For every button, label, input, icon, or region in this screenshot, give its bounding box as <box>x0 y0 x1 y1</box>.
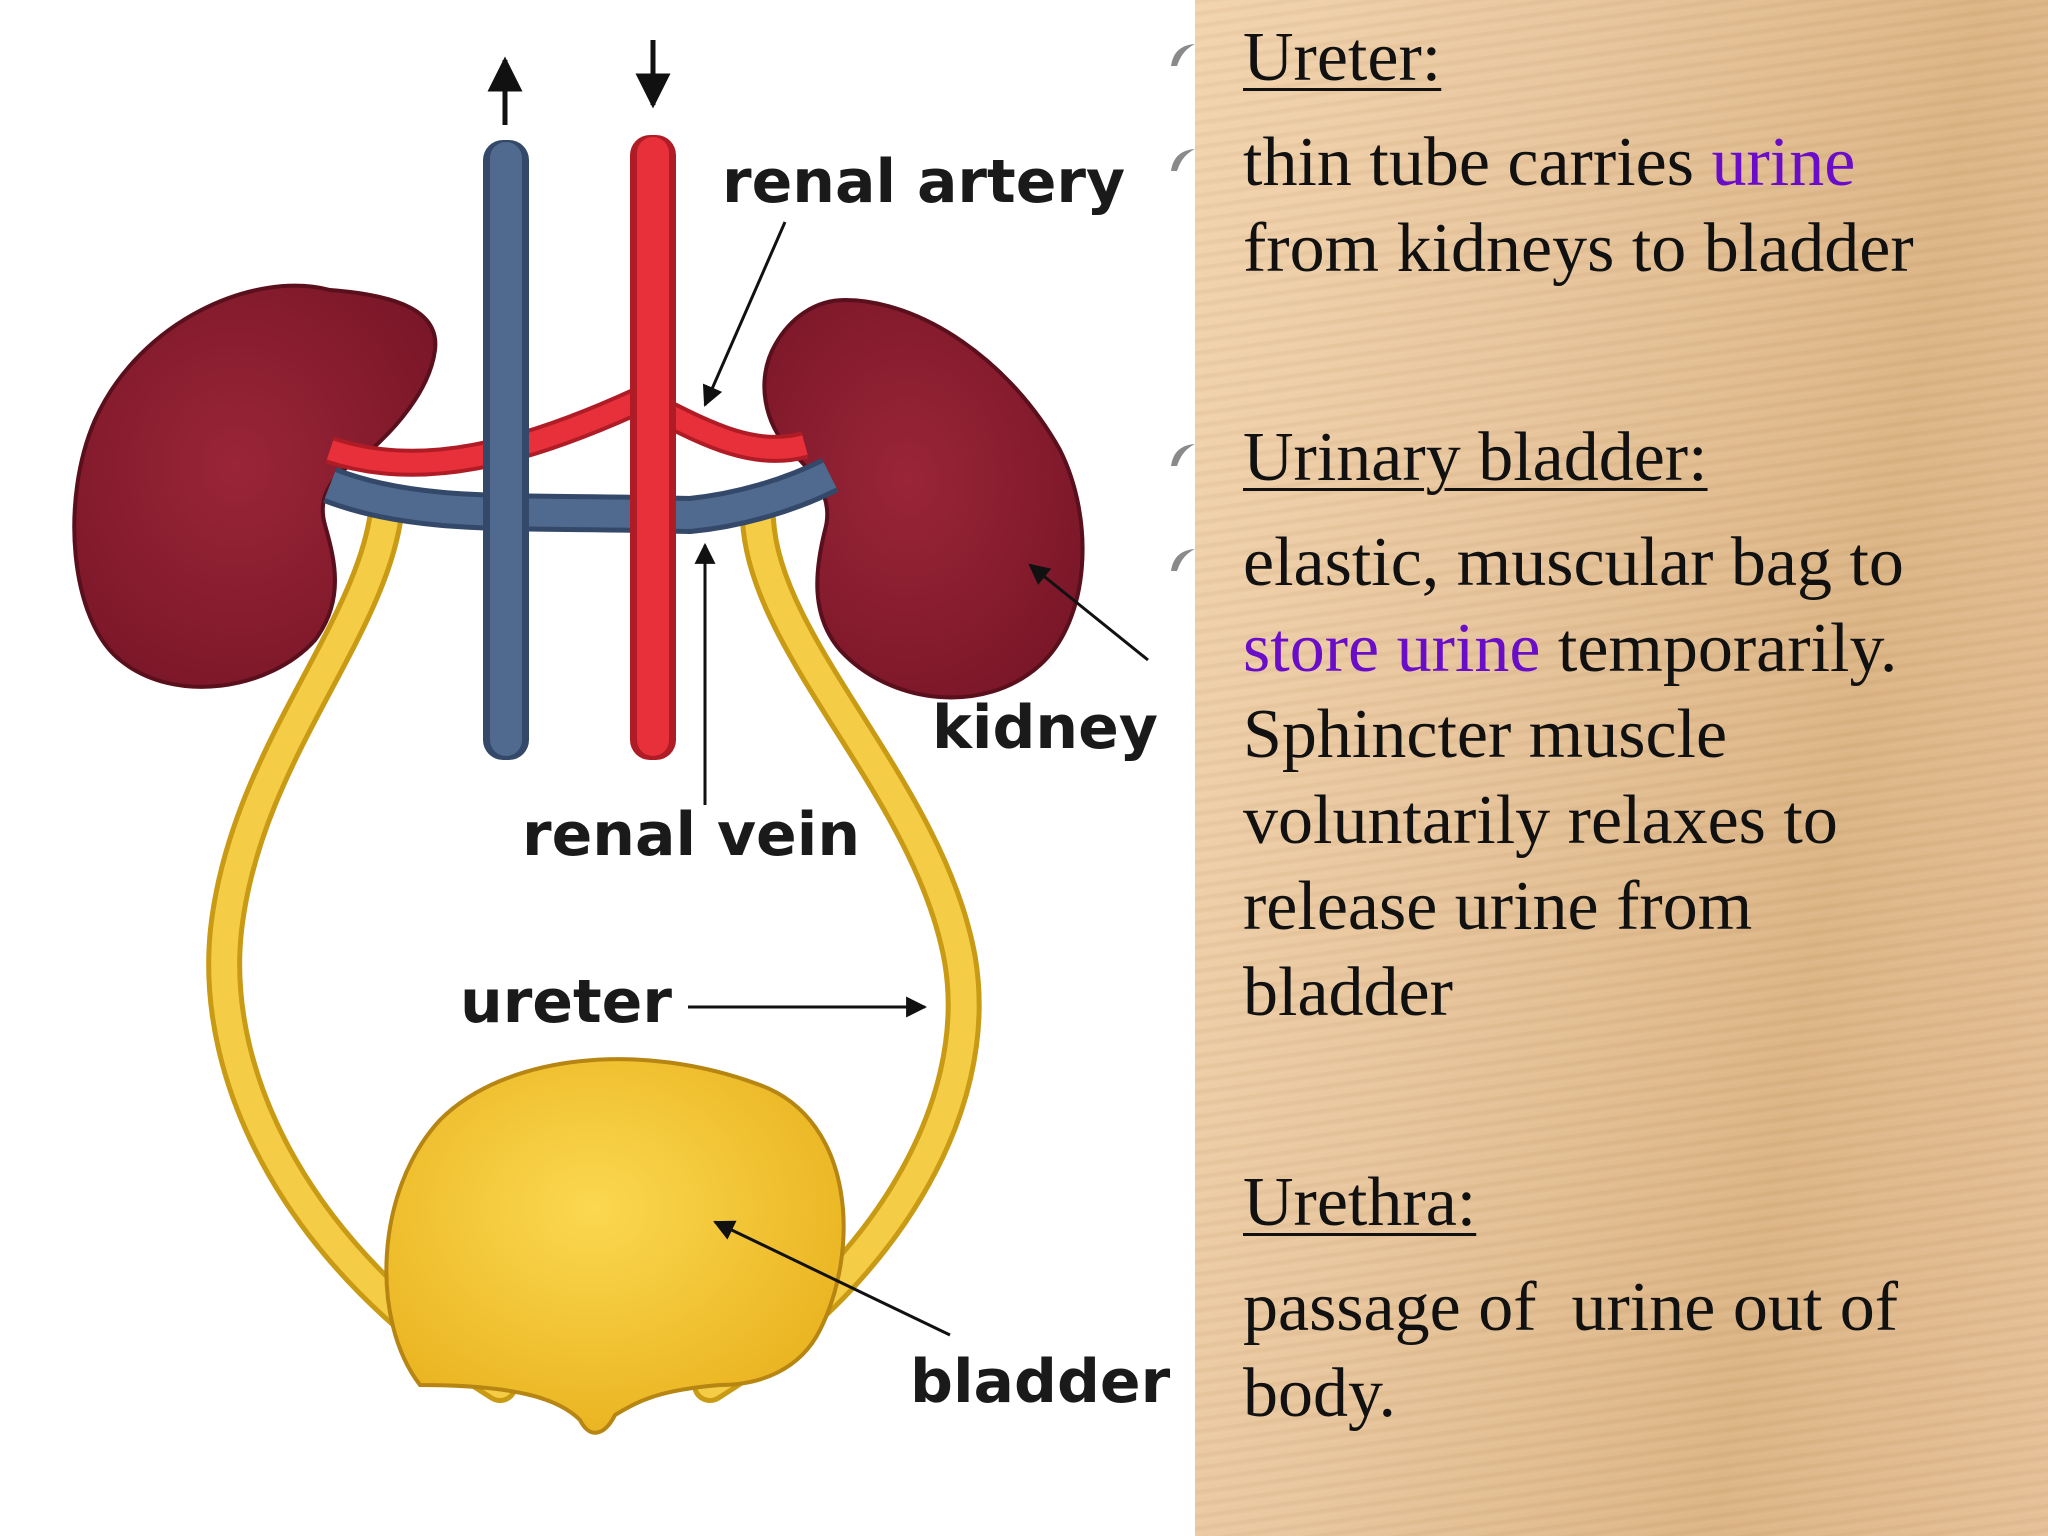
bullet-icon <box>1171 44 1195 66</box>
renal-artery-label: renal artery <box>722 147 1126 217</box>
bladder-shape <box>384 1057 846 1435</box>
urethra-description-line2: body. <box>1243 1355 1396 1432</box>
kidney-pointer <box>1028 563 1149 662</box>
bladder-description-line4: voluntarily relaxes to <box>1243 782 1838 859</box>
ureter-heading: Ureter: <box>1243 19 1442 96</box>
bladder-pointer <box>713 1220 951 1337</box>
bladder-label: bladder <box>910 1347 1171 1417</box>
vena-cava <box>483 140 529 760</box>
kidney-label: kidney <box>932 693 1158 763</box>
aorta <box>630 135 676 760</box>
urine-highlight: urine <box>1711 124 1856 201</box>
ureter-label: ureter <box>460 967 672 1037</box>
bladder-description-line1: elastic, muscular bag to <box>1243 524 1904 601</box>
bladder-description-line2: store urine temporarily. <box>1243 610 1898 687</box>
bullet-icon <box>1171 444 1195 466</box>
renal-artery-pointer <box>702 221 787 407</box>
bladder-description-line5: release urine from <box>1243 868 1753 945</box>
renal-vein-branches <box>323 457 839 535</box>
renal-vein-label: renal vein <box>522 800 861 870</box>
ureter-tubes <box>206 502 982 1403</box>
bladder-heading: Urinary bladder: <box>1243 419 1708 496</box>
wood-texture <box>1195 0 2048 1536</box>
notes-panel <box>1195 0 2048 1536</box>
diagram-illustration <box>72 40 1149 1435</box>
kidney-right <box>762 297 1085 700</box>
ureter-description-line2: from kidneys to bladder <box>1243 210 1914 287</box>
store-urine-highlight: store urine <box>1243 610 1541 687</box>
bladder-description-line3: Sphincter muscle <box>1243 696 1728 773</box>
urethra-heading: Urethra: <box>1243 1164 1477 1241</box>
ureter-description-line1: thin tube carries urine <box>1243 124 1856 201</box>
bladder-description-line6: bladder <box>1243 954 1453 1031</box>
bullet-icon <box>1171 549 1195 571</box>
bullet-icon <box>1171 149 1195 171</box>
urethra-description-line1: passage of urine out of <box>1243 1269 1899 1346</box>
kidney-left <box>72 283 438 689</box>
urinary-system-diagram: renal artery kidney renal vein ureter bl… <box>72 40 1171 1435</box>
